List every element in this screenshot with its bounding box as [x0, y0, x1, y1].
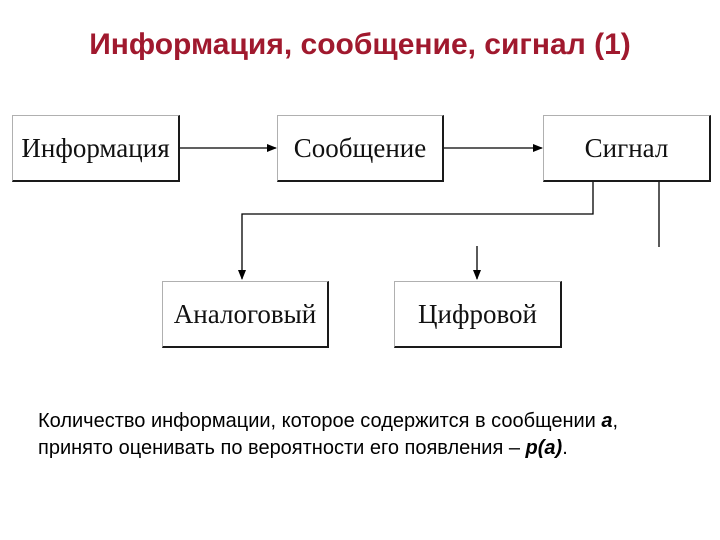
caption-part2: , принято оценивать по вероятности его п… [38, 410, 619, 459]
box-analog: Аналоговый [162, 281, 329, 348]
caption-variable-a: a [601, 410, 613, 432]
box-message: Сообщение [277, 115, 444, 182]
caption-probability: p(a) [525, 437, 563, 459]
box-signal: Сигнал [543, 115, 711, 182]
box-digital: Цифровой [394, 281, 562, 348]
caption-text: Количество информации, которое содержитс… [38, 408, 658, 462]
caption-part1: Количество информации, которое содержитс… [38, 410, 602, 432]
slide-title: Информация, сообщение, сигнал (1) [89, 28, 631, 61]
arrow-signal-to-analog [238, 182, 594, 280]
caption-part3: . [562, 437, 568, 459]
box-information: Информация [12, 115, 180, 182]
